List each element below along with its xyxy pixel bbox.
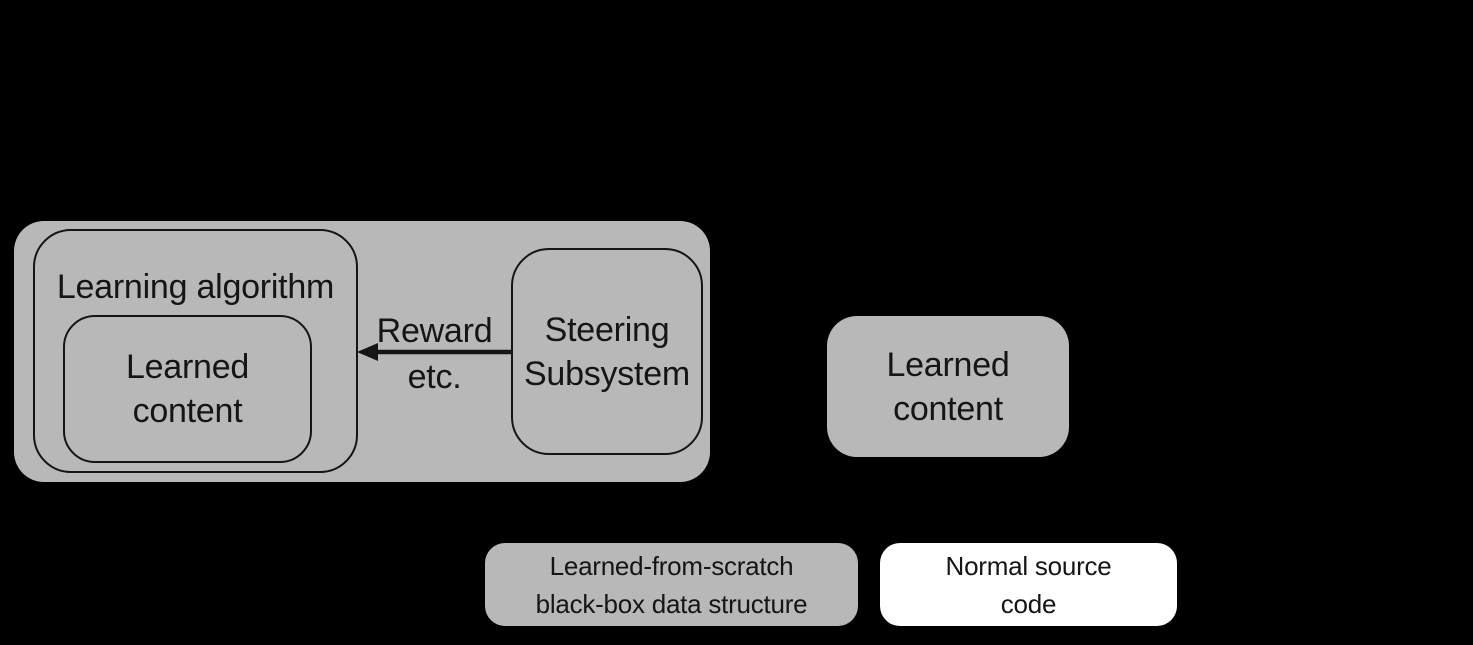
learned-content-standalone-line1: Learned bbox=[886, 345, 1010, 384]
learned-content-standalone-box: Learned content bbox=[827, 316, 1069, 457]
legend-item-learned-box: Learned-from-scratch black-box data stru… bbox=[485, 543, 858, 626]
legend-normal-line1: Normal source bbox=[945, 550, 1112, 581]
learning-algorithm-box: Learning algorithm Learned content bbox=[33, 229, 358, 473]
steering-subsystem-box: Steering Subsystem bbox=[511, 248, 703, 455]
legend-learned-line1: Learned-from-scratch bbox=[549, 550, 794, 581]
learning-system-group: Learning algorithm Learned content Steer… bbox=[14, 221, 710, 482]
reward-label: Reward bbox=[376, 312, 493, 350]
legend-learned-line2: black-box data structure bbox=[535, 588, 808, 619]
reward-arrow bbox=[357, 343, 511, 361]
steering-subsystem-line1: Steering bbox=[544, 310, 670, 349]
steering-subsystem-line2: Subsystem bbox=[523, 354, 690, 393]
learned-content-inner-box: Learned content bbox=[63, 315, 312, 463]
learned-content-inner-line1: Learned bbox=[125, 348, 250, 386]
etc-label: etc. bbox=[407, 358, 462, 396]
legend-normal-line2: code bbox=[1000, 588, 1057, 619]
learning-algorithm-label: Learning algorithm bbox=[56, 268, 335, 306]
learned-content-standalone-line2: content bbox=[893, 389, 1003, 428]
learned-content-inner-line2: content bbox=[132, 392, 243, 430]
legend-item-normal-box: Normal source code bbox=[880, 543, 1177, 626]
